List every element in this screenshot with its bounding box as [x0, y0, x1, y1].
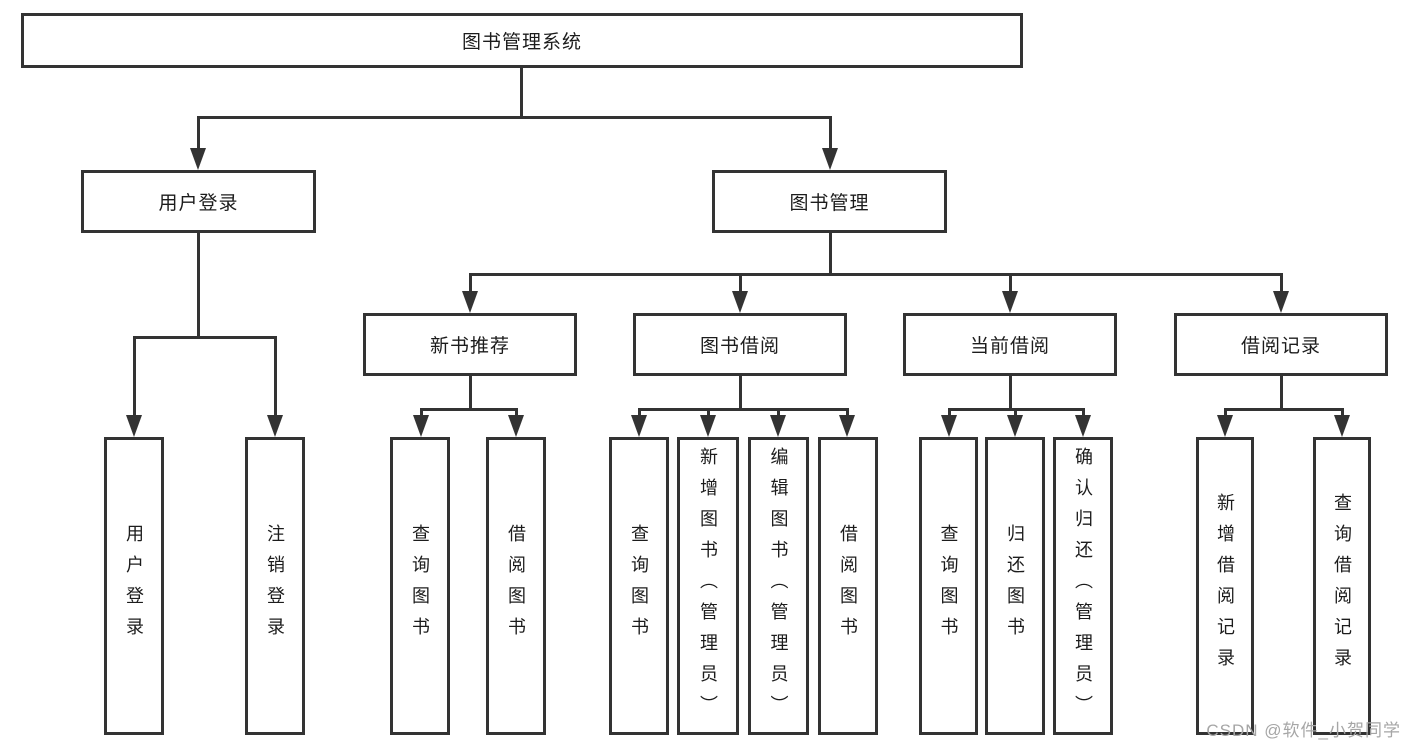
- leaf-label: 借阅图书: [506, 524, 526, 648]
- arrow-head: [631, 415, 647, 437]
- arrow-head: [1217, 415, 1233, 437]
- connector-line: [420, 408, 423, 418]
- arrow-head: [508, 415, 524, 437]
- arrow-head: [1334, 415, 1350, 437]
- arrow-head: [462, 291, 478, 313]
- connector-line: [469, 273, 472, 291]
- arrow-head: [126, 415, 142, 437]
- node-library-management-system: 图书管理系统: [21, 13, 1023, 68]
- connector-line: [1280, 273, 1283, 291]
- leaf-label: 查询图书: [938, 524, 959, 648]
- connector-line: [948, 408, 951, 418]
- leaf-label: 查询借阅记录: [1332, 493, 1352, 679]
- connector-line: [274, 336, 277, 415]
- arrow-head: [1007, 415, 1023, 437]
- connector-line: [520, 68, 523, 116]
- leaf-label: 注销登录: [265, 524, 285, 648]
- connector-line: [777, 408, 780, 418]
- connector-line: [1224, 408, 1343, 411]
- connector-line: [1082, 408, 1085, 418]
- leaf-label: 用户登录: [124, 524, 144, 648]
- watermark: CSDN @软件_小贺同学: [1206, 721, 1401, 740]
- arrow-head: [839, 415, 855, 437]
- leaf-label: 确认归还（管理员）: [1073, 446, 1093, 726]
- leaf-query-books-current: 查询图书: [919, 437, 978, 735]
- node-label: 新书推荐: [429, 336, 510, 357]
- node-current-borrowing: 当前借阅: [903, 313, 1117, 376]
- leaf-label: 归还图书: [1005, 524, 1025, 648]
- connector-line: [1014, 408, 1017, 418]
- connector-line: [1009, 273, 1012, 291]
- connector-line: [1280, 376, 1283, 408]
- leaf-return-books: 归还图书: [985, 437, 1045, 735]
- leaf-label: 查询图书: [629, 524, 649, 648]
- arrow-head: [941, 415, 957, 437]
- node-label: 借阅记录: [1240, 336, 1321, 357]
- node-label: 图书管理系统: [461, 32, 582, 53]
- node-borrowing-records: 借阅记录: [1174, 313, 1388, 376]
- node-book-borrowing: 图书借阅: [633, 313, 847, 376]
- connector-line: [1341, 408, 1344, 418]
- arrow-head: [1002, 291, 1018, 313]
- leaf-logout: 注销登录: [245, 437, 305, 735]
- connector-line: [846, 408, 849, 418]
- arrow-head: [267, 415, 283, 437]
- leaf-query-books-recommend: 查询图书: [390, 437, 450, 735]
- arrow-head: [413, 415, 429, 437]
- leaf-label: 查询图书: [410, 524, 430, 648]
- leaf-user-login: 用户登录: [104, 437, 164, 735]
- connector-line: [638, 408, 641, 418]
- connector-line: [707, 408, 710, 418]
- arrow-head: [770, 415, 786, 437]
- connector-line: [133, 336, 277, 339]
- connector-line: [420, 408, 518, 411]
- connector-line: [1009, 376, 1012, 408]
- connector-line: [1224, 408, 1227, 418]
- leaf-label: 借阅图书: [838, 524, 858, 648]
- leaf-query-borrow-record: 查询借阅记录: [1313, 437, 1371, 735]
- connector-line: [197, 116, 200, 150]
- connector-line: [469, 376, 472, 408]
- arrow-head: [822, 148, 838, 170]
- node-new-book-recommendation: 新书推荐: [363, 313, 577, 376]
- connector-line: [739, 273, 742, 291]
- connector-line: [469, 273, 1283, 276]
- arrow-head: [1075, 415, 1091, 437]
- connector-line: [197, 233, 200, 336]
- node-label: 图书借阅: [699, 336, 780, 357]
- connector-line: [515, 408, 518, 418]
- connector-line: [829, 116, 832, 150]
- leaf-label: 新增借阅记录: [1215, 493, 1235, 679]
- leaf-query-books-borrowing: 查询图书: [609, 437, 669, 735]
- connector-line: [829, 233, 832, 273]
- leaf-add-books-admin: 新增图书（管理员）: [677, 437, 739, 735]
- arrow-head: [1273, 291, 1289, 313]
- arrow-head: [732, 291, 748, 313]
- node-label: 图书管理: [789, 193, 870, 214]
- connector-line: [197, 116, 832, 119]
- leaf-edit-books-admin: 编辑图书（管理员）: [748, 437, 809, 735]
- leaf-label: 新增图书（管理员）: [698, 446, 718, 726]
- leaf-borrow-books: 借阅图书: [818, 437, 878, 735]
- node-label: 用户登录: [158, 193, 239, 214]
- connector-line: [739, 376, 742, 408]
- node-book-management: 图书管理: [712, 170, 947, 233]
- connector-line: [638, 408, 849, 411]
- arrow-head: [190, 148, 206, 170]
- node-user-login: 用户登录: [81, 170, 316, 233]
- leaf-add-borrow-record: 新增借阅记录: [1196, 437, 1254, 735]
- leaf-borrow-books-recommend: 借阅图书: [486, 437, 546, 735]
- leaf-confirm-return-admin: 确认归还（管理员）: [1053, 437, 1113, 735]
- leaf-label: 编辑图书（管理员）: [768, 446, 789, 726]
- arrow-head: [700, 415, 716, 437]
- connector-line: [133, 336, 136, 415]
- node-label: 当前借阅: [969, 336, 1050, 357]
